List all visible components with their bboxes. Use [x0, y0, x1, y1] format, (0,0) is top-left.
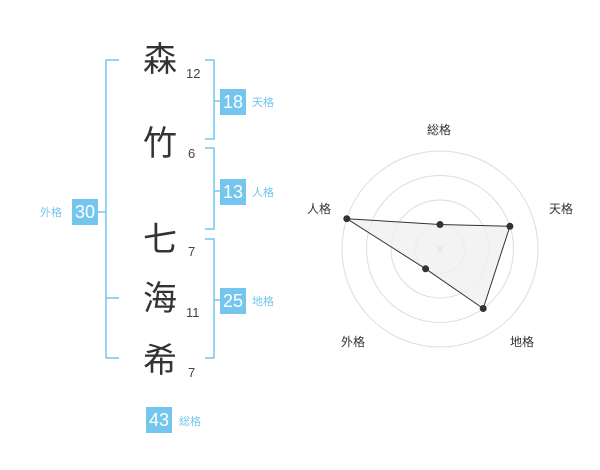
- name-char-4: 海: [143, 279, 177, 319]
- jinkaku-label: 人格: [252, 186, 274, 199]
- name-char-5: 希: [143, 341, 177, 381]
- radar-grid-ring: [341, 150, 539, 348]
- chikaku-value: 25: [220, 288, 247, 314]
- radar-series-area: [346, 218, 511, 310]
- gaikaku-value: 30: [72, 199, 99, 225]
- radar-point: [506, 222, 514, 230]
- soukaku-value: 43: [146, 407, 173, 433]
- chikaku-bracket: [205, 238, 215, 359]
- chikaku-label: 地格: [252, 295, 274, 308]
- stroke-count-1: 12: [186, 66, 201, 81]
- stroke-count-4: 11: [186, 305, 200, 320]
- radar-point: [343, 215, 351, 223]
- radar-axis-label-soukaku: 総格: [427, 123, 452, 137]
- jinkaku-value: 13: [220, 179, 247, 205]
- radar-point: [422, 265, 430, 273]
- radar-axis-label-chikaku: 地格: [510, 335, 535, 349]
- radar-axis-label-gaikaku: 外格: [341, 335, 366, 349]
- stroke-count-3: 7: [188, 244, 196, 259]
- stroke-count-5: 7: [188, 365, 196, 380]
- jinkaku-bracket: [205, 147, 215, 230]
- name-char-2: 竹: [143, 124, 177, 164]
- radar-point: [479, 305, 487, 312]
- gaikaku-bracket: [105, 59, 119, 359]
- soukaku-label: 総格: [179, 415, 201, 428]
- tenkaku-value: 18: [220, 89, 247, 115]
- tenkaku-bracket: [205, 59, 215, 140]
- name-char-1: 森: [143, 40, 177, 80]
- radar-grid-ring: [366, 175, 514, 323]
- stroke-count-2: 6: [188, 146, 196, 161]
- radar-point: [436, 221, 444, 228]
- name-char-3: 七: [143, 220, 177, 260]
- gaikaku-label: 外格: [40, 206, 62, 219]
- radar-axis-label-jinkaku: 人格: [307, 202, 332, 216]
- tenkaku-label: 天格: [252, 96, 274, 109]
- radar-axis-label-tenkaku: 天格: [549, 202, 574, 216]
